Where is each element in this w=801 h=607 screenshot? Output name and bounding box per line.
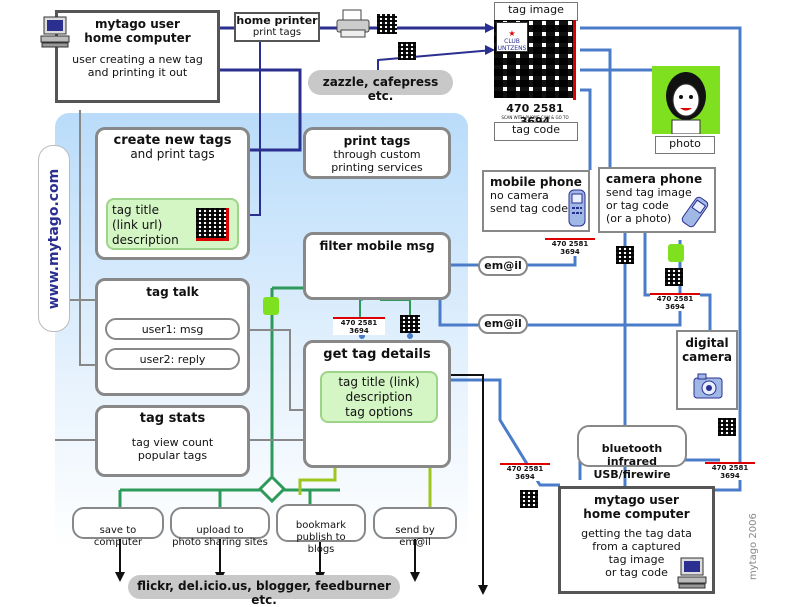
camera-phone-icon [678,195,712,233]
home-top-title: mytago user home computer [84,17,191,45]
home-printer-box: home printer print tags [234,12,320,42]
tag-talk-msg-2: user2: reply [105,348,240,370]
qr-tag-bottom [520,490,538,508]
face-icon-small-2 [263,297,279,315]
photo-label: photo [669,137,701,150]
camera-icon [692,372,724,404]
mobile-phone-title: mobile phone [490,175,582,189]
print-tags-box: print tags through custom printing servi… [303,127,451,179]
site-label-box: www.mytago.com [38,145,70,332]
create-tags-box: create new tags and print tags tag title… [95,127,250,260]
tag-code-label-box: tag code [494,122,578,141]
tag-fields-box: tag title (link url) description [106,198,239,250]
camera-phone-desc: send tag image or tag code (or a photo) [606,186,692,225]
bluetooth-label: bluetooth infrared USB/firewire [593,442,671,481]
action-save-label: save to computer [93,525,143,548]
details-fields-box: tag title (link) description tag options [320,371,438,423]
qr-tag-zazzle [398,42,416,60]
tag-stats-desc: tag view count popular tags [131,436,214,462]
home-printer-desc: print tags [252,27,302,38]
face-icon-small-1 [668,244,684,262]
email-label-1: em@il [484,259,522,272]
tag-talk-msg-1-text: user1: msg [141,323,204,336]
face-icon [666,72,706,135]
qr-tag-mobile [616,246,634,264]
tag-code-small-3: 470 2581 3694 [333,317,385,335]
tag-fields: tag title (link url) description [112,203,179,247]
zazzle-pill: zazzle, cafepress etc. [308,70,453,103]
digital-camera-box: digital camera [676,330,738,410]
camera-phone-title: camera phone [606,172,703,186]
qr-tag-camera [665,268,683,286]
tag-code-label: tag code [511,123,561,136]
tag-code-small-2: 470 2581 3694 [650,293,700,311]
tag-talk-title: tag talk [146,285,199,299]
star-icon: ★ [508,29,516,38]
digital-camera-title: digital camera [682,336,732,364]
home-bottom-desc: getting the tag data from a captured tag… [581,527,692,579]
home-computer-bottom: mytago user home computer getting the ta… [558,486,715,594]
home-top-desc: user creating a new tag and printing it … [72,53,203,79]
mobile-phone-icon [566,188,588,232]
email-label-2: em@il [484,317,522,330]
flickr-label: flickr, del.icio.us, blogger, feedburner… [137,579,391,607]
tag-red-edge [573,20,576,100]
club-label: CLUB UNTZENS [497,38,527,52]
get-details-box: get tag details tag title (link) descrip… [303,340,451,468]
email-pill-2: em@il [478,314,528,334]
tag-stats-box: tag stats tag view count popular tags [95,405,250,477]
print-tags-desc: through custom printing services [331,148,423,174]
create-title: create new tags [113,133,232,148]
credit-label: mytago 2006 [748,513,759,580]
email-pill-1: em@il [478,256,528,276]
tag-image-label-box: tag image [494,2,578,21]
action-email-label: send by em@il [395,525,435,548]
action-bookmark-label: bookmark publish to blogs [295,520,347,555]
details-line-1: tag title (link) [338,375,420,389]
filter-title: filter mobile msg [319,239,435,253]
computer-icon [38,15,72,49]
tag-code-small-4: 470 2581 3694 [500,463,550,481]
camera-phone-box: camera phone send tag image or tag code … [598,167,716,233]
club-badge: ★CLUB UNTZENS [496,22,528,52]
site-label: www.mytago.com [46,168,62,309]
home-computer-top: mytago user home computer user creating … [40,10,220,103]
action-upload-label: upload to photo sharing sites [172,525,268,548]
zazzle-label: zazzle, cafepress etc. [322,75,439,103]
tag-talk-msg-2-text: user2: reply [139,353,206,366]
get-details-title: get tag details [323,347,431,362]
bluetooth-pill: bluetooth infrared USB/firewire [577,425,687,481]
printer-icon [335,8,371,44]
details-line-2: description [345,390,413,404]
computer-icon-bottom [675,556,709,594]
home-bottom-title: mytago user home computer [583,493,690,521]
photo-image [652,66,720,135]
tag-code-small-1: 470 2581 3694 [545,238,595,256]
qr-tag-digital [718,418,736,436]
tag-image: ★CLUB UNTZENS 470 2581 3694 SCAN WITH PH… [494,20,576,128]
tag-image-label: tag image [508,3,564,16]
create-desc: and print tags [130,147,215,161]
action-bookmark[interactable]: bookmark publish to blogs [276,504,366,555]
photo-label-box: photo [655,136,715,154]
action-email[interactable]: send by em@il [373,507,457,548]
mobile-phone-desc: no camera send tag code [490,189,569,215]
qr-tag-printer [377,14,397,34]
tag-talk-msg-1: user1: msg [105,318,240,340]
print-tags-title: print tags [343,134,411,148]
qr-tag-filter [400,315,420,333]
action-save[interactable]: save to computer [72,507,164,548]
tag-stats-title: tag stats [139,411,206,426]
home-printer-title: home printer [236,14,318,27]
details-line-3: tag options [345,405,413,419]
action-upload[interactable]: upload to photo sharing sites [170,507,270,548]
flickr-pill: flickr, del.icio.us, blogger, feedburner… [128,575,400,607]
qr-tag-create [196,208,229,241]
tag-code-small-5: 470 2581 3694 [705,462,755,480]
filter-box: filter mobile msg [303,232,451,300]
